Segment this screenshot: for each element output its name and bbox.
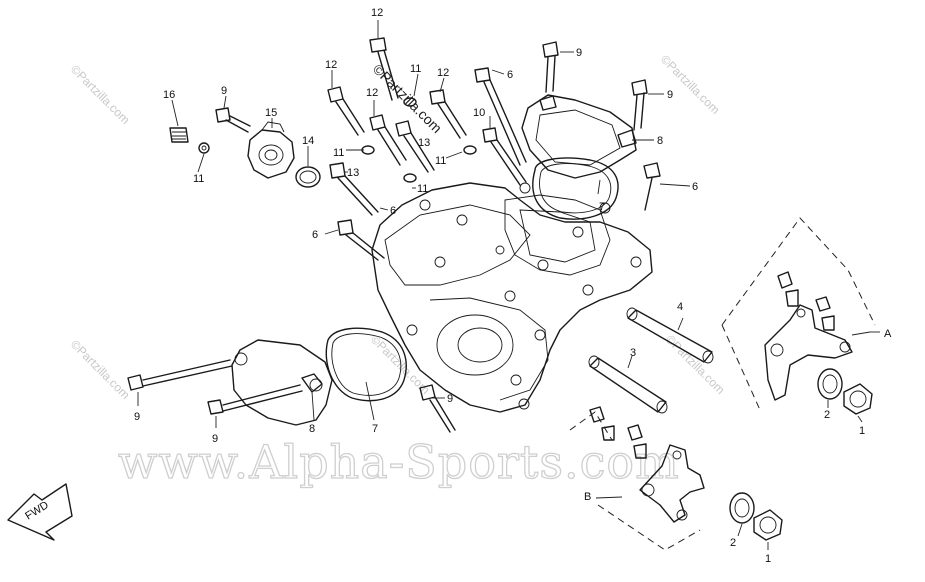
bolt xyxy=(329,162,379,216)
callout-11: 11 xyxy=(193,173,204,185)
callout-7: 7 xyxy=(599,201,605,213)
callout-11: 11 xyxy=(435,155,446,167)
callout-8: 8 xyxy=(657,135,663,147)
plug-b xyxy=(753,509,783,541)
callout-16: 16 xyxy=(163,89,175,101)
bolt xyxy=(207,384,303,415)
bolt xyxy=(127,359,233,391)
rocker-arm-a xyxy=(721,217,876,411)
callout-9: 9 xyxy=(447,393,453,405)
watermark-repeat: ©Partzilla.com xyxy=(68,337,133,402)
callout-9: 9 xyxy=(221,85,227,97)
callout-1: 1 xyxy=(765,553,771,565)
callout-11: 11 xyxy=(410,63,421,75)
bolt xyxy=(369,37,399,101)
bolt xyxy=(369,114,407,166)
callout-6: 6 xyxy=(390,205,396,217)
callout-7: 7 xyxy=(372,423,378,435)
callout-6: 6 xyxy=(507,69,513,81)
bolts xyxy=(127,37,661,433)
callout-11: 11 xyxy=(417,183,428,195)
leader-lines xyxy=(137,20,863,550)
callout-1: 1 xyxy=(859,425,865,437)
callout-14: 14 xyxy=(302,135,314,147)
washer xyxy=(403,173,417,183)
callout-4: 4 xyxy=(677,301,683,313)
bolt xyxy=(337,219,385,261)
callout-13: 13 xyxy=(347,167,359,179)
callout-6: 6 xyxy=(312,229,318,241)
callout-12: 12 xyxy=(325,59,337,71)
callout-9: 9 xyxy=(134,411,140,423)
watermark: www.Alpha-Sports.com ©Partzilla.com ©Par… xyxy=(68,52,728,489)
callout-11: 11 xyxy=(333,147,344,159)
bolt xyxy=(429,89,467,139)
callout-15: 15 xyxy=(265,107,277,119)
callout-3: 3 xyxy=(630,347,636,359)
rocker-shaft-lower xyxy=(588,355,668,414)
fwd-label: FWD xyxy=(23,499,51,522)
rocker-arm-b xyxy=(569,406,705,551)
spacer-a xyxy=(817,368,843,400)
bolt xyxy=(419,384,456,433)
watermark-main: www.Alpha-Sports.com xyxy=(118,435,680,489)
callout-9: 9 xyxy=(576,47,582,59)
callout-2: 2 xyxy=(730,537,736,549)
washer xyxy=(403,97,417,107)
spacer-b xyxy=(729,492,755,524)
cylinder-head xyxy=(371,182,653,413)
bolt xyxy=(643,162,661,211)
fwd-direction-badge: FWD xyxy=(7,483,73,541)
svg-text:A: A xyxy=(884,328,892,340)
bolt xyxy=(395,120,435,173)
head-cover xyxy=(521,94,637,179)
rocker-shaft-upper xyxy=(626,307,714,364)
callout-12: 12 xyxy=(366,87,378,99)
callout-8: 8 xyxy=(309,423,315,435)
watermark-repeat: ©Partzilla.com xyxy=(68,62,133,127)
washer xyxy=(463,145,477,155)
o-ring xyxy=(295,166,321,188)
washers xyxy=(361,97,477,183)
callout-9: 9 xyxy=(212,433,218,445)
callout-12: 12 xyxy=(371,7,383,19)
plug-a xyxy=(843,383,873,415)
side-cover xyxy=(231,339,333,426)
bolt xyxy=(327,86,365,136)
gasket-side xyxy=(325,327,407,402)
callout-numbers: 12 12 12 12 11 11 11 11 11 9 9 9 9 9 9 6… xyxy=(134,7,865,565)
callout-2: 2 xyxy=(824,409,830,421)
svg-text:B: B xyxy=(584,491,591,503)
callout-9: 9 xyxy=(667,89,673,101)
watermark-repeat: ©Partzilla.com xyxy=(663,332,728,397)
callout-13: 13 xyxy=(418,137,430,149)
bolt xyxy=(215,107,251,133)
section-label-a: A xyxy=(851,328,892,340)
callout-12: 12 xyxy=(437,67,449,79)
water-outlet-housing xyxy=(247,121,295,179)
callout-10: 10 xyxy=(473,107,485,119)
bolt xyxy=(542,41,559,93)
bolt xyxy=(474,67,527,166)
temp-sensor xyxy=(169,127,210,154)
gasket-top xyxy=(532,157,619,220)
watermark-repeat: ©Partzilla.com xyxy=(658,52,723,117)
section-label-b: B xyxy=(584,491,623,503)
callout-6: 6 xyxy=(692,181,698,193)
bolt xyxy=(631,79,648,131)
bolt xyxy=(482,127,527,186)
